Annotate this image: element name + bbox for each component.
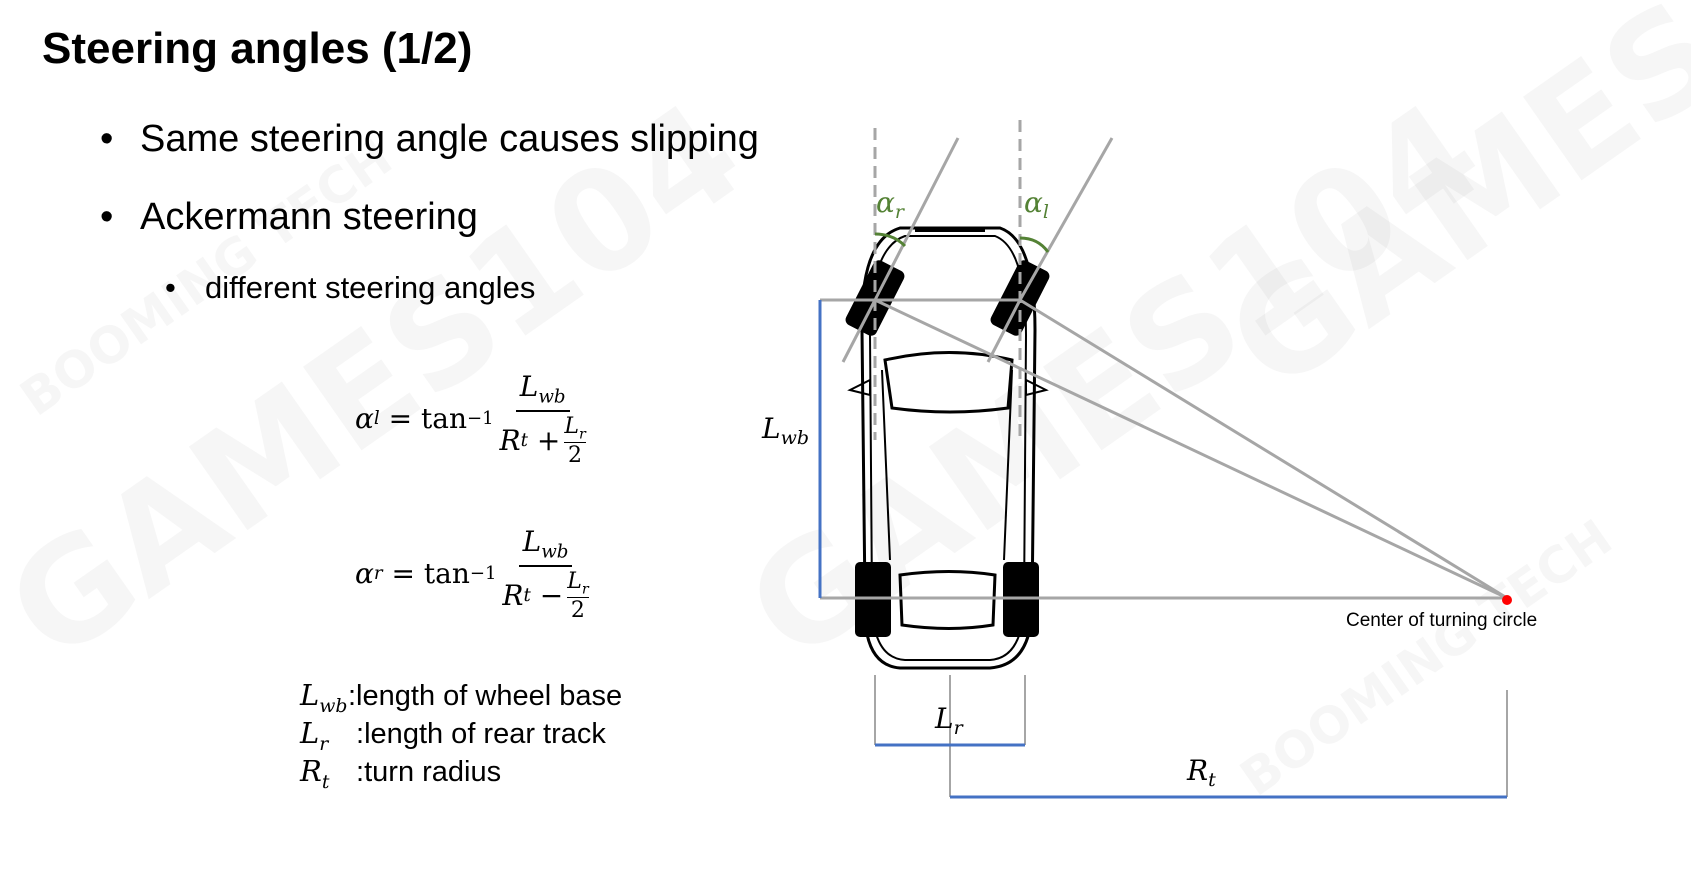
definition-rt: Rt :turn radius <box>300 754 502 793</box>
bullet-item: •Ackermann steering <box>100 196 478 238</box>
sub-bullet-item: •different steering angles <box>165 270 536 305</box>
definition-lr: Lr :length of rear track <box>300 716 606 755</box>
turning-center-dot <box>1502 595 1512 605</box>
geometry-lines <box>820 120 1508 797</box>
dimension-lines <box>818 300 1507 799</box>
alpha-l-label: αl <box>1024 186 1049 223</box>
definition-lwb: Lwb:length of wheel base <box>300 678 623 717</box>
lwb-label: Lwb <box>761 412 809 449</box>
alpha-r-label: αr <box>876 186 906 223</box>
angle-arcs <box>874 232 1050 253</box>
rt-label: Rt <box>1186 754 1216 791</box>
page-title: Steering angles (1/2) <box>42 24 473 73</box>
bullet-item: •Same steering angle causes slipping <box>100 118 759 160</box>
lr-label: Lr <box>934 702 965 739</box>
center-of-turning-circle-label: Center of turning circle <box>1346 610 1537 631</box>
